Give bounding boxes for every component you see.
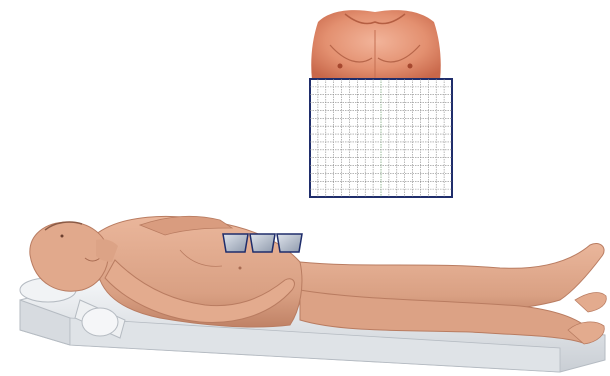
wedge-blocks	[223, 234, 302, 252]
wedge-block-3	[277, 234, 302, 252]
wedge-block-2	[250, 234, 275, 252]
chest-image	[311, 10, 441, 80]
wedge-block-1	[223, 234, 248, 252]
dose-grid	[310, 79, 452, 197]
